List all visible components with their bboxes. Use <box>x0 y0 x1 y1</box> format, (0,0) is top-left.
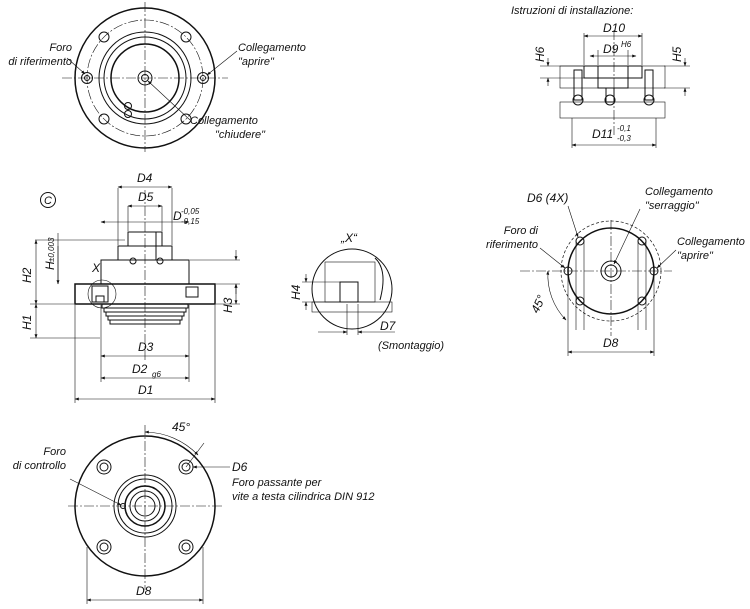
dim-H-tol: ±0,003 <box>47 237 56 262</box>
dim-D5: D5 <box>138 190 154 204</box>
bolt-hole-icon <box>98 31 192 125</box>
dim-H5: H5 <box>670 46 684 62</box>
bolt-hole-icon <box>96 459 194 555</box>
top-plan-view: Foro di riferimento Collegamento "aprire… <box>8 2 306 152</box>
dim-H6: H6 <box>533 46 547 62</box>
dim-D2: D2 <box>132 362 148 376</box>
label-aprire-r2: "aprire" <box>677 250 714 262</box>
bottom-view: 45° Foro di controllo D6 Foro passante p… <box>13 420 374 604</box>
label-foro-rif-1: Foro di <box>504 225 539 237</box>
dim-D8: D8 <box>603 336 619 350</box>
dim-D8-bottom: D8 <box>136 584 152 598</box>
label-foro-riferimento-1: Foro <box>49 42 72 54</box>
dim-D-tol-up: -0,05 <box>181 207 200 216</box>
dim-D: D <box>173 209 182 223</box>
label-chiudere-2: "chiudere" <box>215 129 266 141</box>
right-mount-view: D8 45° D6 (4X) Collegamento "serraggio" … <box>486 186 745 356</box>
label-passante-2: vite a testa cilindrica DIN 912 <box>232 491 374 503</box>
label-D6: D6 <box>232 460 248 474</box>
dim-D9: D9 <box>603 42 619 56</box>
dim-D3: D3 <box>138 340 154 354</box>
label-foro-riferimento-2: di riferimento <box>8 56 72 68</box>
dim-H2: H2 <box>20 267 34 283</box>
dim-H4: H4 <box>289 284 303 300</box>
dim-D11-tol-up: -0,1 <box>617 124 631 133</box>
label-foro-rif-2: riferimento <box>486 239 538 251</box>
label-X: X <box>91 261 101 275</box>
label-controllo-1: Foro <box>43 446 66 458</box>
detail-title: „X“ <box>340 231 358 245</box>
dim-D9-tol: H6 <box>621 40 632 49</box>
side-view: C D4 D5 D -0,05 -0,15 H2 <box>20 171 240 403</box>
label-chiudere-1: Collegamento <box>190 115 258 127</box>
label-aprire-r1: Collegamento <box>677 236 745 248</box>
dim-D11-tol-down: -0,3 <box>617 134 631 143</box>
label-D6-4x: D6 (4X) <box>527 191 568 205</box>
dim-D4: D4 <box>137 171 153 185</box>
label-smontaggio: (Smontaggio) <box>378 340 444 352</box>
label-aprire-2: "aprire" <box>238 56 275 68</box>
dim-D7: D7 <box>380 319 397 333</box>
dim-D11: D11 <box>592 127 613 141</box>
dim-D1: D1 <box>138 383 153 397</box>
detail-x: „X“ H4 D7 (Smontaggio) <box>289 231 444 352</box>
angle-45: 45° <box>528 293 548 316</box>
label-serraggio-1: Collegamento <box>645 186 713 198</box>
label-serraggio-2: "serraggio" <box>645 200 700 212</box>
dim-H: H <box>43 261 57 270</box>
dim-H3: H3 <box>221 297 235 313</box>
dim-D10: D10 <box>603 21 625 35</box>
dim-D-tol-down: -0,15 <box>181 217 200 226</box>
angle-45-bottom: 45° <box>172 420 190 434</box>
label-passante-1: Foro passante per <box>232 477 323 489</box>
dim-D2-tol: g6 <box>152 370 161 379</box>
install-title: Istruzioni di installazione: <box>511 5 633 17</box>
label-controllo-2: di controllo <box>13 460 66 472</box>
symbol-C: C <box>44 195 52 207</box>
install-section: Istruzioni di installazione: D10 D9 H6 H… <box>511 5 690 148</box>
dim-H1: H1 <box>20 315 34 330</box>
label-aprire-1: Collegamento <box>238 42 306 54</box>
